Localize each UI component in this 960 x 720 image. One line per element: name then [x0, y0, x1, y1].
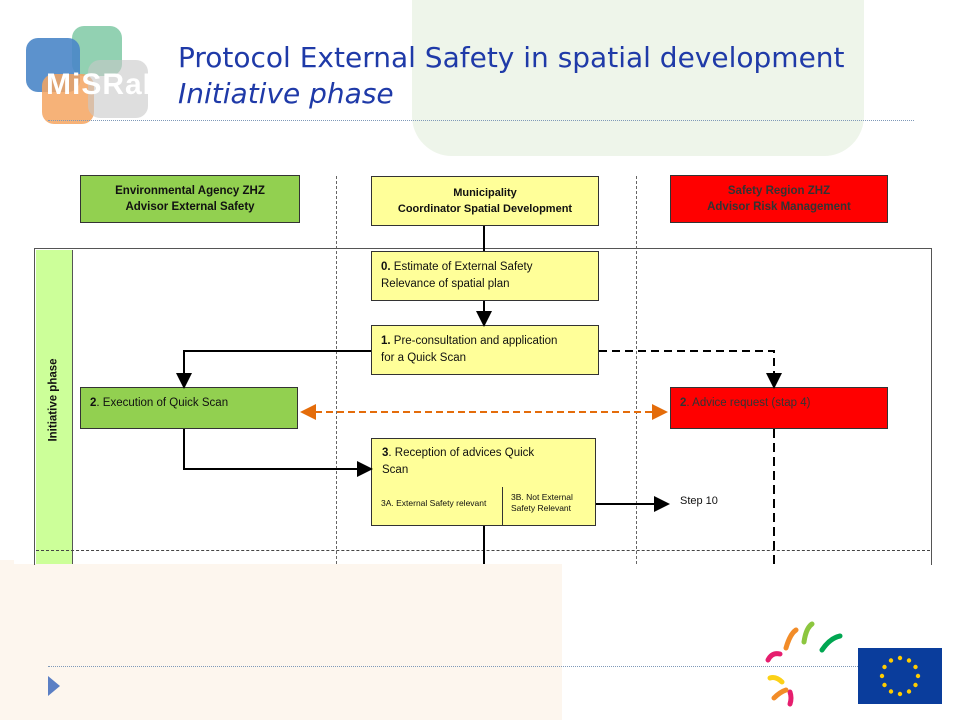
header-divider [48, 120, 914, 121]
step-1-text: Pre-consultation and application for a Q… [381, 335, 558, 364]
step-1-box: 1. Pre-consultation and application for … [371, 325, 599, 375]
step-3-split [502, 487, 503, 525]
logo-text: MiSRaR [46, 68, 166, 101]
arrow-step2a-to-step3 [183, 429, 373, 477]
step-10-label: Step 10 [680, 495, 718, 507]
step-0-number: 0. [381, 261, 391, 273]
arrow-step1-to-step2b [599, 350, 782, 389]
title-line-1: Protocol External Safety in spatial deve… [178, 41, 845, 74]
actor-safety-region-line1: Safety Region ZHZ [727, 185, 831, 197]
protocol-diagram: Initiative phase Environmental Agency ZH… [14, 158, 946, 565]
step-3b-text: 3B. Not External Safety Relevant [511, 492, 573, 513]
actor-municipality-line2: Coordinator Spatial Development [397, 203, 573, 215]
misrar-logo: MiSRaR [26, 26, 164, 136]
step-3-text: . Reception of advices Quick Scan [382, 447, 535, 476]
background-shape-top [412, 0, 864, 156]
actor-safety-region: Safety Region ZHZ Advisor Risk Management [670, 175, 888, 223]
step-0-box: 0. Estimate of External Safety Relevance… [371, 251, 599, 301]
diagram-arrows [176, 226, 782, 564]
arrow-step1-to-step2a [176, 350, 371, 389]
step-2b-number: 2 [680, 397, 687, 409]
ribbons-logo-icon [765, 621, 843, 707]
page-title: Protocol External Safety in spatial deve… [178, 40, 845, 112]
actor-environmental-line2: Advisor External Safety [125, 201, 255, 213]
step-2b-text: . Advice request (stap 4) [686, 397, 811, 409]
step-2-quick-scan-box: 2. Execution of Quick Scan [80, 387, 298, 429]
eu-flag-icon [858, 648, 942, 704]
actor-environmental-line1: Environmental Agency ZHZ [115, 185, 265, 197]
footer-divider [48, 666, 914, 667]
background-shape-bottom [0, 560, 562, 720]
step-3-label: 3. Reception of advices Quick Scan [372, 439, 595, 485]
step-0-text: Estimate of External Safety Relevance of… [381, 261, 533, 290]
step-2a-text: . Execution of Quick Scan [96, 397, 229, 409]
next-slide-arrow-icon[interactable] [48, 676, 60, 696]
step-3-number: 3 [382, 447, 389, 459]
step-1-number: 1. [381, 335, 391, 347]
step-3a-text: 3A. External Safety relevant [381, 498, 487, 508]
actor-safety-region-line2: Advisor Risk Management [707, 201, 851, 213]
actor-environmental-agency: Environmental Agency ZHZ Advisor External… [80, 175, 300, 223]
lane-divider-right [636, 176, 637, 564]
step-2a-number: 2 [90, 397, 97, 409]
lane-divider-left [336, 176, 337, 564]
title-line-2: Initiative phase [178, 77, 394, 110]
step-2-advice-request-box: 2. Advice request (stap 4) [670, 387, 888, 429]
step-3-box: 3. Reception of advices Quick Scan [371, 438, 596, 526]
actor-municipality-line1: Municipality [453, 187, 517, 199]
phase-strip [36, 250, 73, 564]
